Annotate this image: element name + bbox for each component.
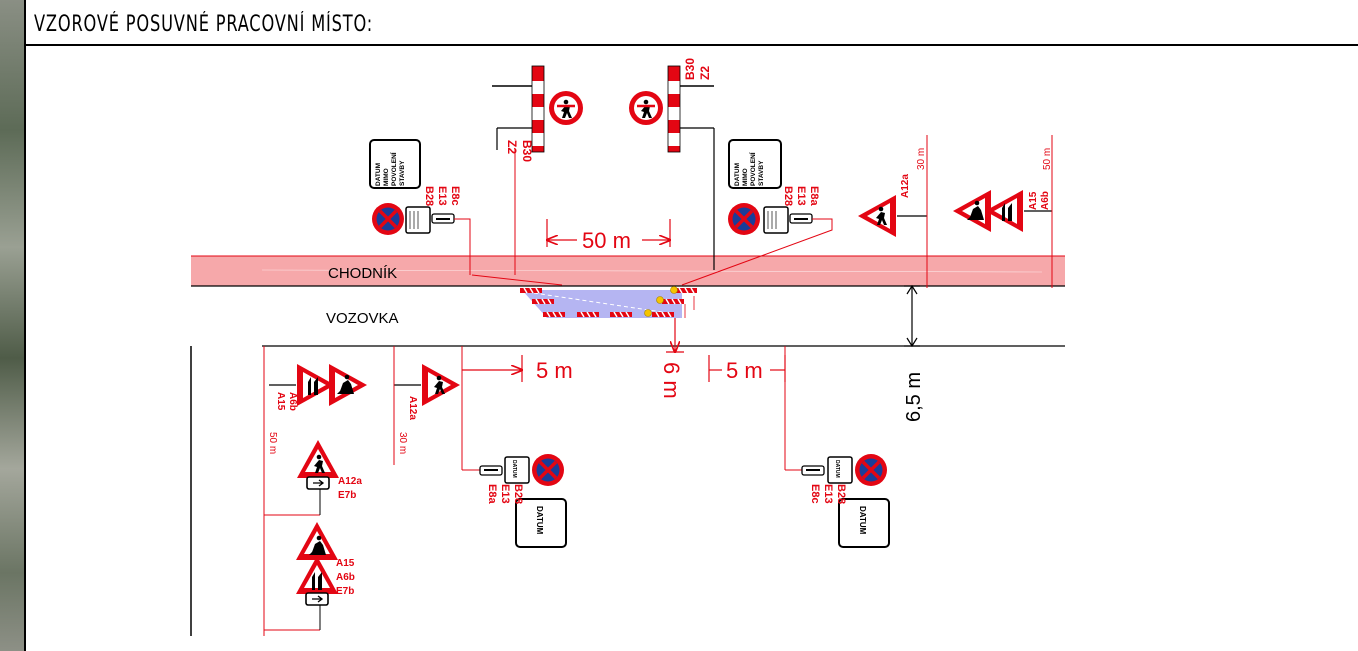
svg-text:E13: E13 (795, 186, 807, 206)
barrier (577, 311, 599, 318)
svg-text:A15: A15 (1028, 191, 1039, 210)
sidewalk-label: CHODNÍK (328, 265, 397, 282)
svg-text:B30: B30 (683, 58, 697, 80)
svg-text:A15: A15 (275, 392, 286, 411)
svg-text:DATUM: DATUM (858, 506, 867, 535)
svg-text:A6b: A6b (1040, 191, 1051, 210)
svg-text:50 m: 50 m (582, 228, 631, 253)
svg-text:A12a: A12a (338, 476, 362, 487)
page-title: VZOROVÉ POSUVNÉ PRACOVNÍ MÍSTO: (34, 12, 374, 37)
road-label: VOZOVKA (326, 310, 399, 327)
drawing-frame: VZOROVÉ POSUVNÉ PRACOVNÍ MÍSTO: (24, 0, 1358, 651)
sign-assembly-top-left: DATUM MIMO POVOLENÍ STAVBY B28 E13 E8c (369, 139, 471, 275)
no-stopping-sign-icon (726, 201, 762, 237)
work-zone (520, 286, 697, 318)
barrier (662, 298, 684, 305)
svg-text:E8a: E8a (808, 186, 820, 206)
dim-5m-right: 5 m (708, 355, 786, 383)
warning-a12a-e7b: A12a E7b (297, 440, 362, 501)
svg-text:5 m: 5 m (536, 358, 573, 383)
no-stopping-sign-icon (530, 452, 566, 488)
sign-assembly-bottom-middle: DATUM DATUM E8a E13 B28 (461, 346, 567, 548)
title-bar: VZOROVÉ POSUVNÉ PRACOVNÍ MÍSTO: (26, 0, 1358, 46)
svg-text:B28: B28 (782, 186, 794, 206)
sign-assembly-top-right: DATUM MIMO POVOLENÍ STAVBY B28 E13 E8a (681, 139, 833, 286)
svg-text:E13: E13 (499, 484, 511, 504)
svg-text:50 m: 50 m (1042, 148, 1053, 170)
no-stopping-sign-icon (370, 201, 406, 237)
no-pedestrians-sign-icon (627, 89, 665, 127)
svg-text:A6b: A6b (336, 572, 355, 583)
svg-text:A12a: A12a (407, 396, 418, 420)
svg-text:DATUM: DATUM (511, 460, 517, 478)
dim-50m: 50 m (547, 219, 670, 253)
barrier (675, 287, 697, 294)
svg-text:A12a: A12a (900, 174, 911, 198)
no-stopping-sign-icon (853, 452, 889, 488)
warning-light (644, 309, 652, 317)
svg-text:50 m: 50 m (267, 432, 278, 454)
no-pedestrians-sign-icon (547, 89, 585, 127)
svg-text:A15: A15 (336, 558, 355, 569)
svg-text:DATUM: DATUM (375, 163, 382, 186)
svg-text:6,5 m: 6,5 m (903, 372, 925, 422)
svg-text:STAVBY: STAVBY (758, 160, 765, 186)
traffic-diagram: CHODNÍK VOZOVKA 50 m (190, 58, 1065, 636)
closure-sign-right: B30 Z2 (627, 58, 715, 270)
svg-text:30 m: 30 m (397, 432, 408, 454)
svg-text:E8a: E8a (486, 484, 498, 504)
background-photo-strip (0, 0, 24, 651)
svg-text:E8c: E8c (449, 186, 461, 206)
svg-text:5 m: 5 m (726, 358, 763, 383)
svg-text:MIMO: MIMO (742, 168, 749, 186)
warning-a15-a6b-e7b: A15 A6b E7b (296, 522, 355, 606)
svg-text:POVOLENÍ: POVOLENÍ (389, 152, 398, 186)
arrow-plate-icon (305, 592, 329, 606)
dim-5m-left: 5 m (462, 355, 573, 383)
svg-text:6 m: 6 m (659, 362, 684, 399)
svg-text:Z2: Z2 (505, 140, 519, 154)
barrier (652, 311, 674, 318)
svg-text:DATUM: DATUM (834, 460, 840, 478)
svg-text:E8c: E8c (809, 484, 821, 504)
svg-text:POVOLENÍ: POVOLENÍ (748, 152, 757, 186)
svg-text:B28: B28 (423, 186, 435, 206)
warning-a15-a6b-bottom: A15 A6b 50 m (263, 346, 367, 636)
svg-text:B28: B28 (835, 484, 847, 504)
svg-text:E13: E13 (436, 186, 448, 206)
arrow-plate-icon (306, 476, 330, 490)
svg-text:E7b: E7b (338, 490, 356, 501)
svg-text:B30: B30 (520, 140, 534, 162)
barrier (543, 311, 565, 318)
svg-text:B28: B28 (512, 484, 524, 504)
svg-text:E13: E13 (822, 484, 834, 504)
warning-a15-a6b-top: A15 A6b 50 m (953, 135, 1053, 288)
svg-text:DATUM: DATUM (734, 163, 741, 186)
dim-6-5m: 6,5 m (903, 284, 925, 422)
svg-text:Z2: Z2 (698, 66, 712, 80)
svg-text:STAVBY: STAVBY (399, 160, 406, 186)
svg-text:A6b: A6b (287, 392, 298, 411)
barrier (532, 298, 554, 305)
warning-light (656, 296, 664, 304)
svg-text:DATUM: DATUM (535, 506, 544, 535)
closure-sign-left: B30 Z2 (492, 65, 585, 275)
barrier (520, 287, 542, 294)
sign-assembly-bottom-right: DATUM DATUM E8c E13 B28 (784, 346, 890, 548)
barrier (610, 311, 632, 318)
warning-a12a-bottom: A12a 30 m (393, 346, 460, 465)
warning-a12a-top: A12a 30 m (858, 135, 928, 288)
svg-text:30 m: 30 m (916, 148, 927, 170)
svg-text:E7b: E7b (336, 586, 354, 597)
dim-6m: 6 m (659, 318, 684, 399)
svg-text:MIMO: MIMO (383, 168, 390, 186)
warning-light (670, 286, 678, 294)
